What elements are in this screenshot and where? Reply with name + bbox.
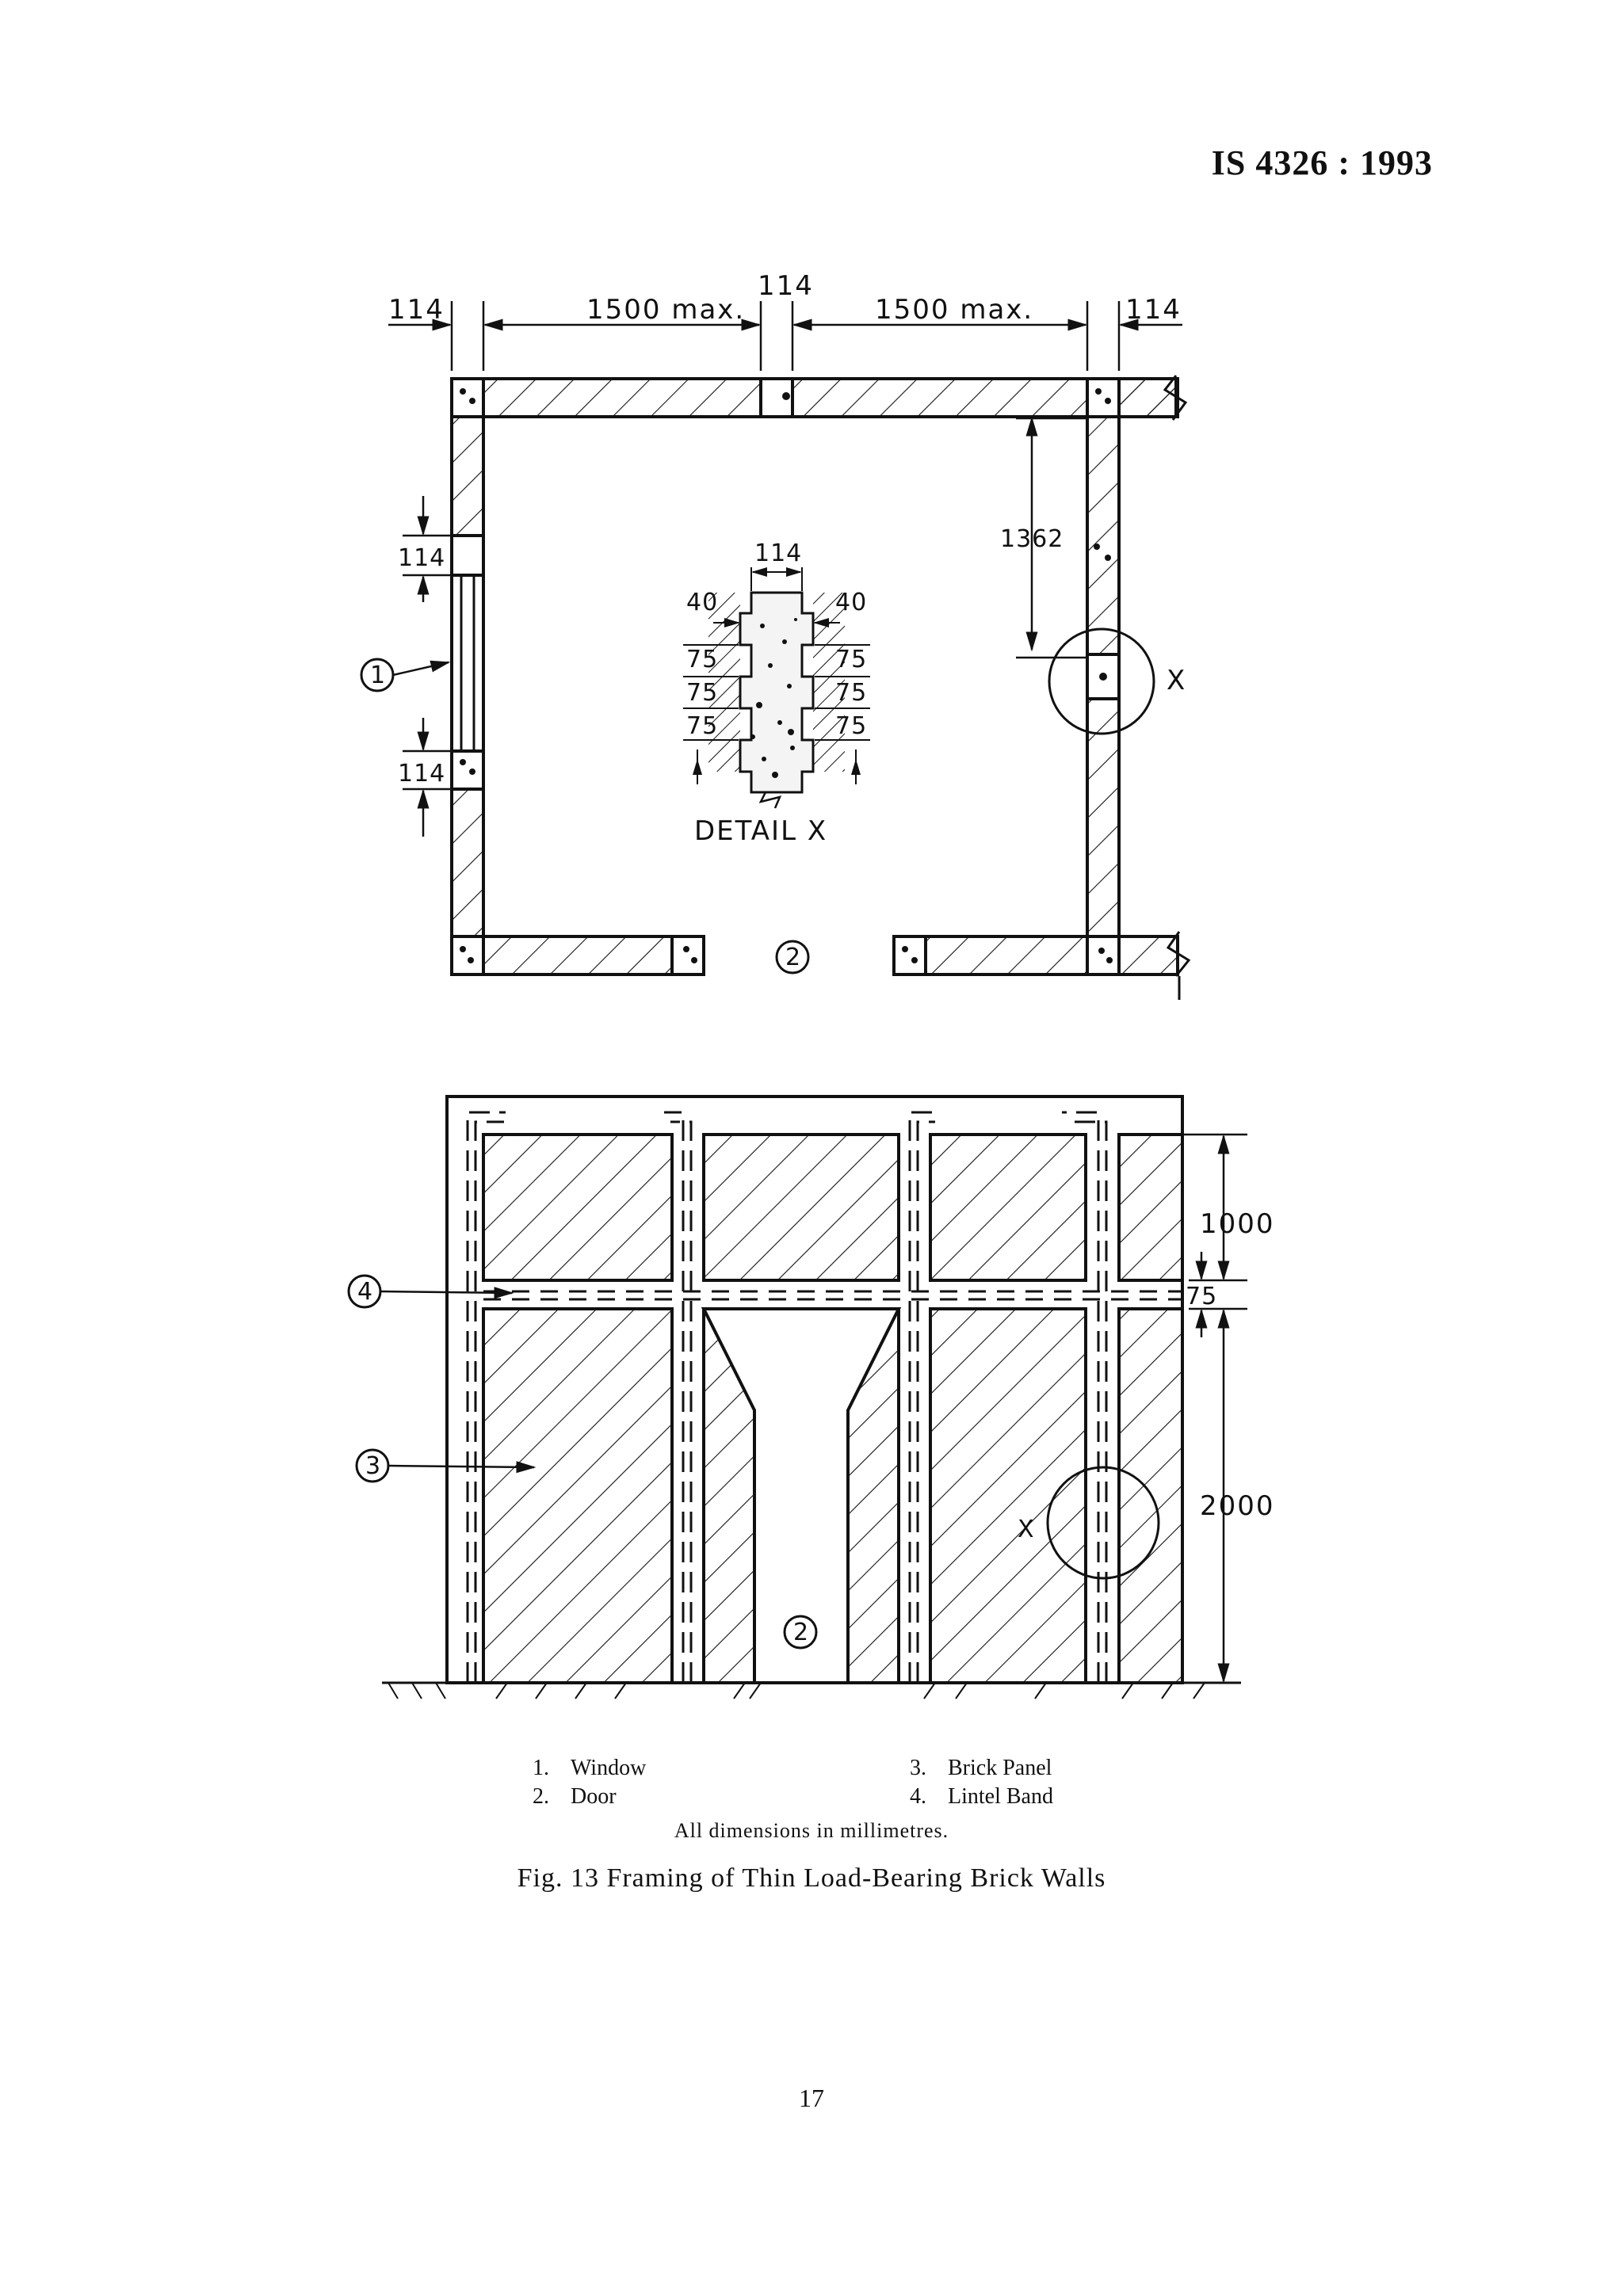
elevation-x-circle [1046,1466,1160,1580]
legend-item: 3.Brick Panel [910,1756,1052,1780]
dim-mid-col: 114 [758,270,814,302]
figure-caption: Fig. 13 Framing of Thin Load-Bearing Bri… [517,1863,1106,1893]
callout-door-plan-num: 2 [785,944,800,971]
legend-right: 3.Brick Panel 4.Lintel Band [910,1756,1053,1810]
callout-door-plan-circle [775,940,810,974]
top-wall-right-ext [1117,377,1178,418]
detail-dim-right-40: 40 [835,589,867,616]
panel-upper-3 [929,1133,1087,1282]
elevation-view: 1000 75 2000 X 4 3 2 [347,1095,1275,1699]
columns [450,377,1121,976]
bottom-wall-left [450,935,705,976]
callout-panel-num: 3 [365,1452,380,1480]
detail-dim-right-75-a: 75 [835,646,867,673]
dim-1362 [1016,416,1086,659]
detail-x-circle [1048,627,1155,735]
detail-title: DETAIL X [694,815,827,847]
plan-view: X 114 1500 max. 114 1500 max. 114 [360,270,1191,1000]
detail-x: 114 40 40 75 75 75 75 75 75 [683,540,870,847]
dim-window-top: 114 [398,544,445,572]
dim-span-left: 1500 max. [586,294,745,326]
dim-span-right: 1500 max. [875,294,1033,326]
panel-lower-1 [482,1307,674,1684]
vertical-bars [466,1111,1108,1683]
bottom-wall-right [892,935,1179,976]
panel-upper-1 [482,1133,674,1282]
lintel-band [483,1290,1182,1301]
left-wall-lower [450,788,485,938]
standard-code: IS 4326 : 1993 [1211,143,1433,182]
elevation-dimensions [1122,1133,1247,1684]
detail-dim-left-75-a: 75 [686,646,718,673]
dim-elev-band: 75 [1186,1283,1217,1310]
panel-upper-4 [1117,1133,1184,1282]
callout-lintel-num: 4 [357,1278,372,1306]
detail-dim-width: 114 [754,540,802,567]
dim-right-col: 114 [1125,294,1182,326]
top-dimensions [388,301,1182,371]
panel-upper-2 [702,1133,900,1282]
detail-dim-right-75-c: 75 [835,712,867,740]
left-wall-upper [450,415,485,537]
dim-elev-bottom: 2000 [1200,1490,1275,1522]
plan-marker-x: X [1167,665,1186,696]
legend-item: 4.Lintel Band [910,1784,1053,1809]
legend-left: 1.Window 2.Door [533,1756,646,1810]
dim-elev-top: 1000 [1200,1208,1275,1240]
callout-door-elev-circle [783,1615,818,1650]
detail-dim-left-75-b: 75 [686,679,718,707]
page-number: 17 [799,2084,824,2112]
window [450,534,485,791]
units-note: All dimensions in millimetres. [674,1819,949,1842]
legend-item: 1.Window [533,1756,647,1780]
panel-lower-3 [929,1307,1087,1684]
dim-left-col: 114 [388,294,445,326]
detail-dim-left-75-c: 75 [686,712,718,740]
top-wall [450,377,1179,418]
detail-dim-right-75-b: 75 [835,679,867,707]
dim-window-bottom: 114 [398,760,445,788]
detail-dim-left-40: 40 [686,589,718,616]
callout-door-elev-num: 2 [793,1619,808,1646]
elevation-marker-x: X [1018,1516,1035,1543]
callout-window-num: 1 [370,662,385,689]
dim-height-to-x: 1362 [1000,525,1064,553]
legend-item: 2.Door [533,1784,617,1809]
